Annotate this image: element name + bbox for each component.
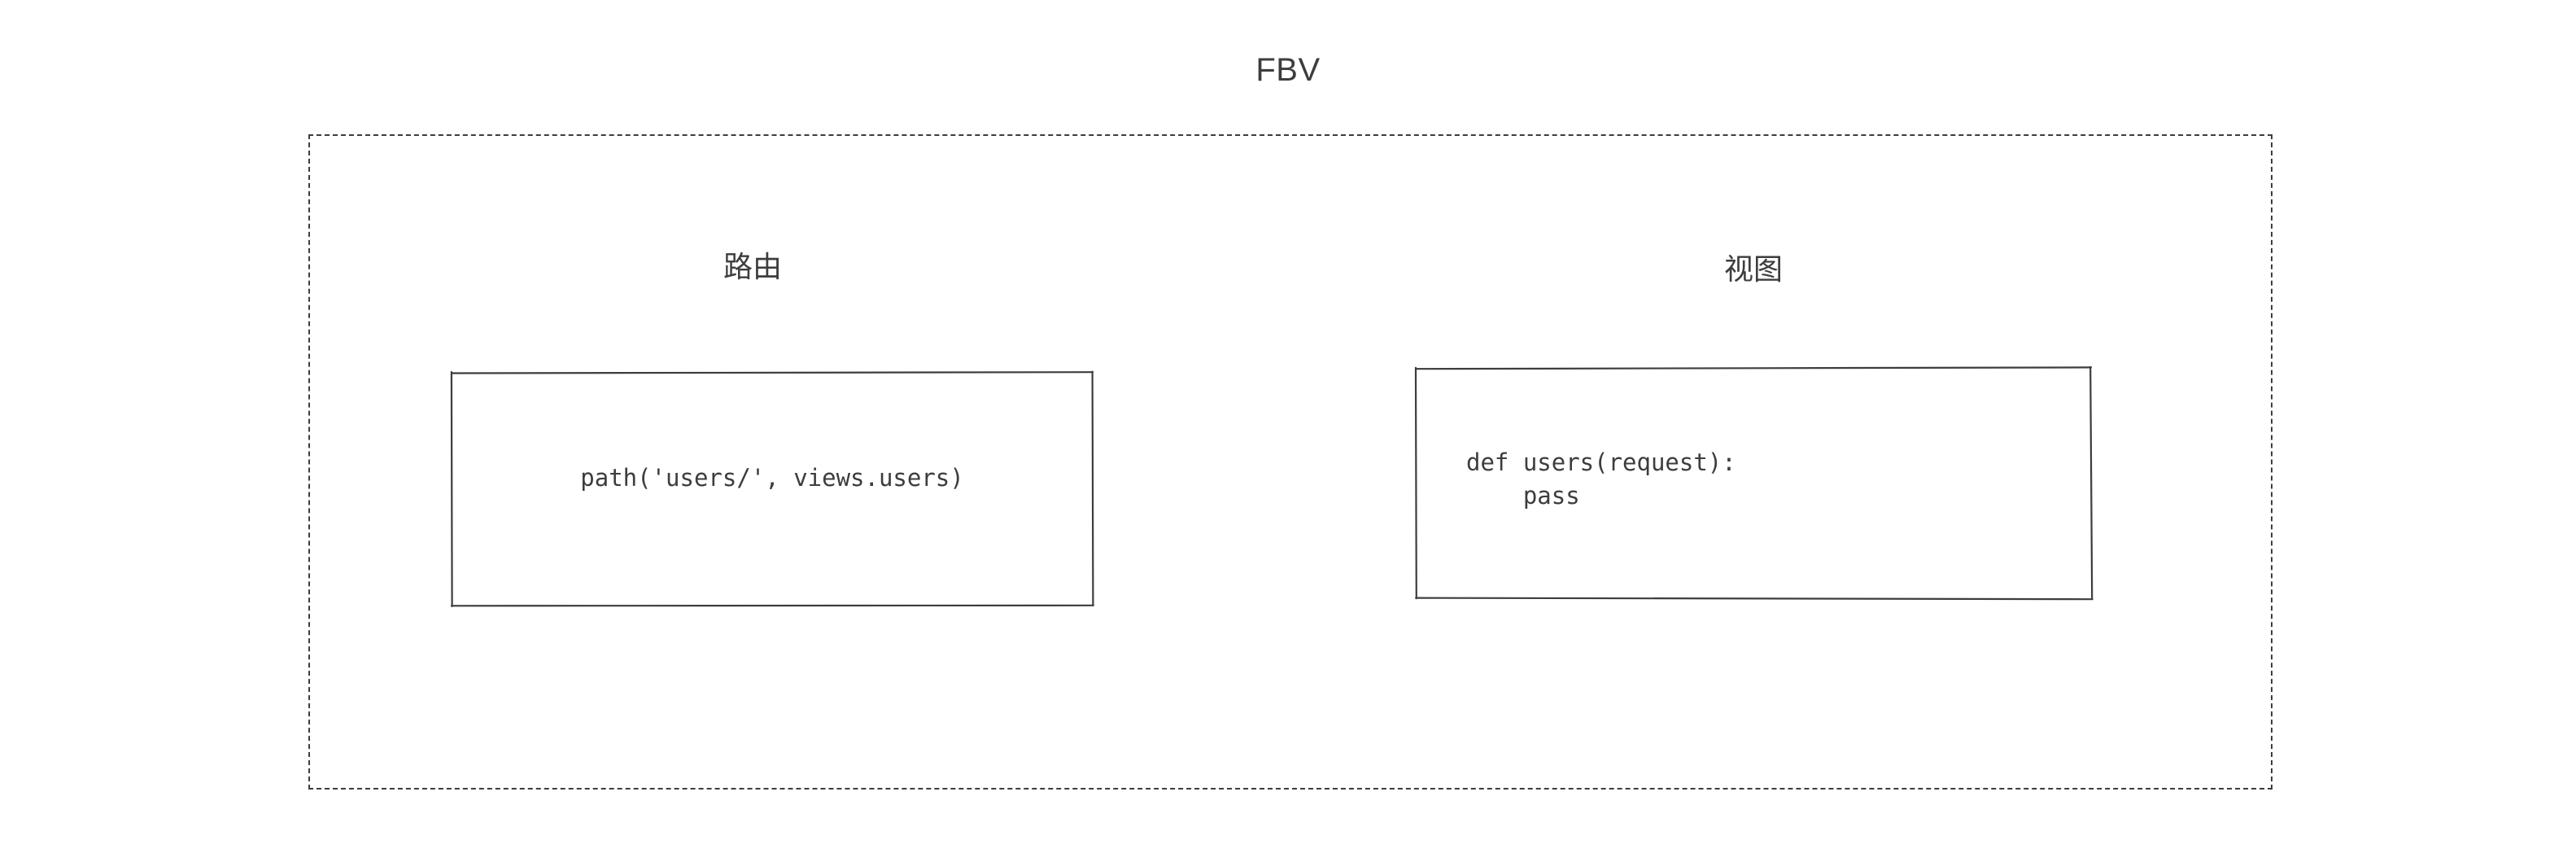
view-code-box[interactable]: def users(request): pass — [1414, 365, 2094, 601]
group-label-route: 路由 — [723, 250, 782, 283]
page-title: FBV — [1255, 52, 1321, 88]
route-code-box[interactable]: path('users/', views.users) — [450, 370, 1094, 607]
fbv-group-container — [308, 134, 2273, 790]
group-label-view: 视图 — [1723, 252, 1783, 286]
route-code-text: path('users/', views.users) — [580, 464, 964, 492]
view-code-text: def users(request): pass — [1466, 448, 1736, 510]
